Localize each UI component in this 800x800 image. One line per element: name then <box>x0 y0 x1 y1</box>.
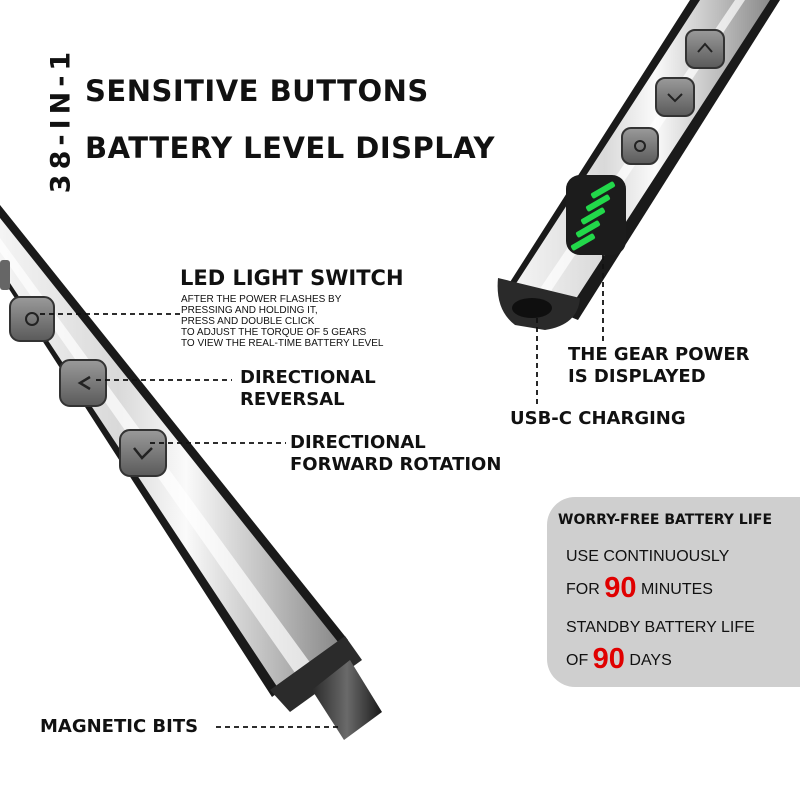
continuous-use-line2: FOR 90 MINUTES <box>566 572 713 604</box>
reverse-button <box>59 359 107 407</box>
led-switch-title: LED LIGHT SWITCH <box>180 266 404 290</box>
standby-line2: OF 90 DAYS <box>566 643 672 675</box>
usb-c-callout: USB-C CHARGING <box>510 408 686 429</box>
continuous-minutes-value: 90 <box>604 572 637 604</box>
headline-sensitive-buttons: SENSITIVE BUTTONS <box>85 74 429 108</box>
standby-line1: STANDBY BATTERY LIFE <box>566 619 755 636</box>
forward-callout: DIRECTIONAL FORWARD ROTATION <box>290 432 502 475</box>
power-button-left <box>9 296 55 342</box>
battery-life-panel <box>547 497 800 687</box>
continuous-use-line1: USE CONTINUOUSLY <box>566 548 730 565</box>
battery-display <box>566 175 626 255</box>
screwdriver-right <box>497 0 780 330</box>
power-button-right <box>621 127 659 165</box>
vertical-title: 38-IN-1 <box>45 46 77 194</box>
magnetic-bits-callout: MAGNETIC BITS <box>40 716 199 737</box>
up-button <box>685 29 725 69</box>
reversal-callout: DIRECTIONAL REVERSAL <box>240 367 376 410</box>
battery-panel-title: WORRY-FREE BATTERY LIFE <box>558 512 773 528</box>
forward-button <box>119 429 167 477</box>
led-switch-details: AFTER THE POWER FLASHES BY PRESSING AND … <box>181 294 384 349</box>
gear-power-callout: THE GEAR POWER IS DISPLAYED <box>568 344 750 387</box>
standby-days-value: 90 <box>592 643 625 675</box>
headline-battery-display: BATTERY LEVEL DISPLAY <box>85 131 495 165</box>
leader-lines <box>40 255 604 728</box>
down-button <box>655 77 695 117</box>
screwdriver-left <box>0 205 382 740</box>
